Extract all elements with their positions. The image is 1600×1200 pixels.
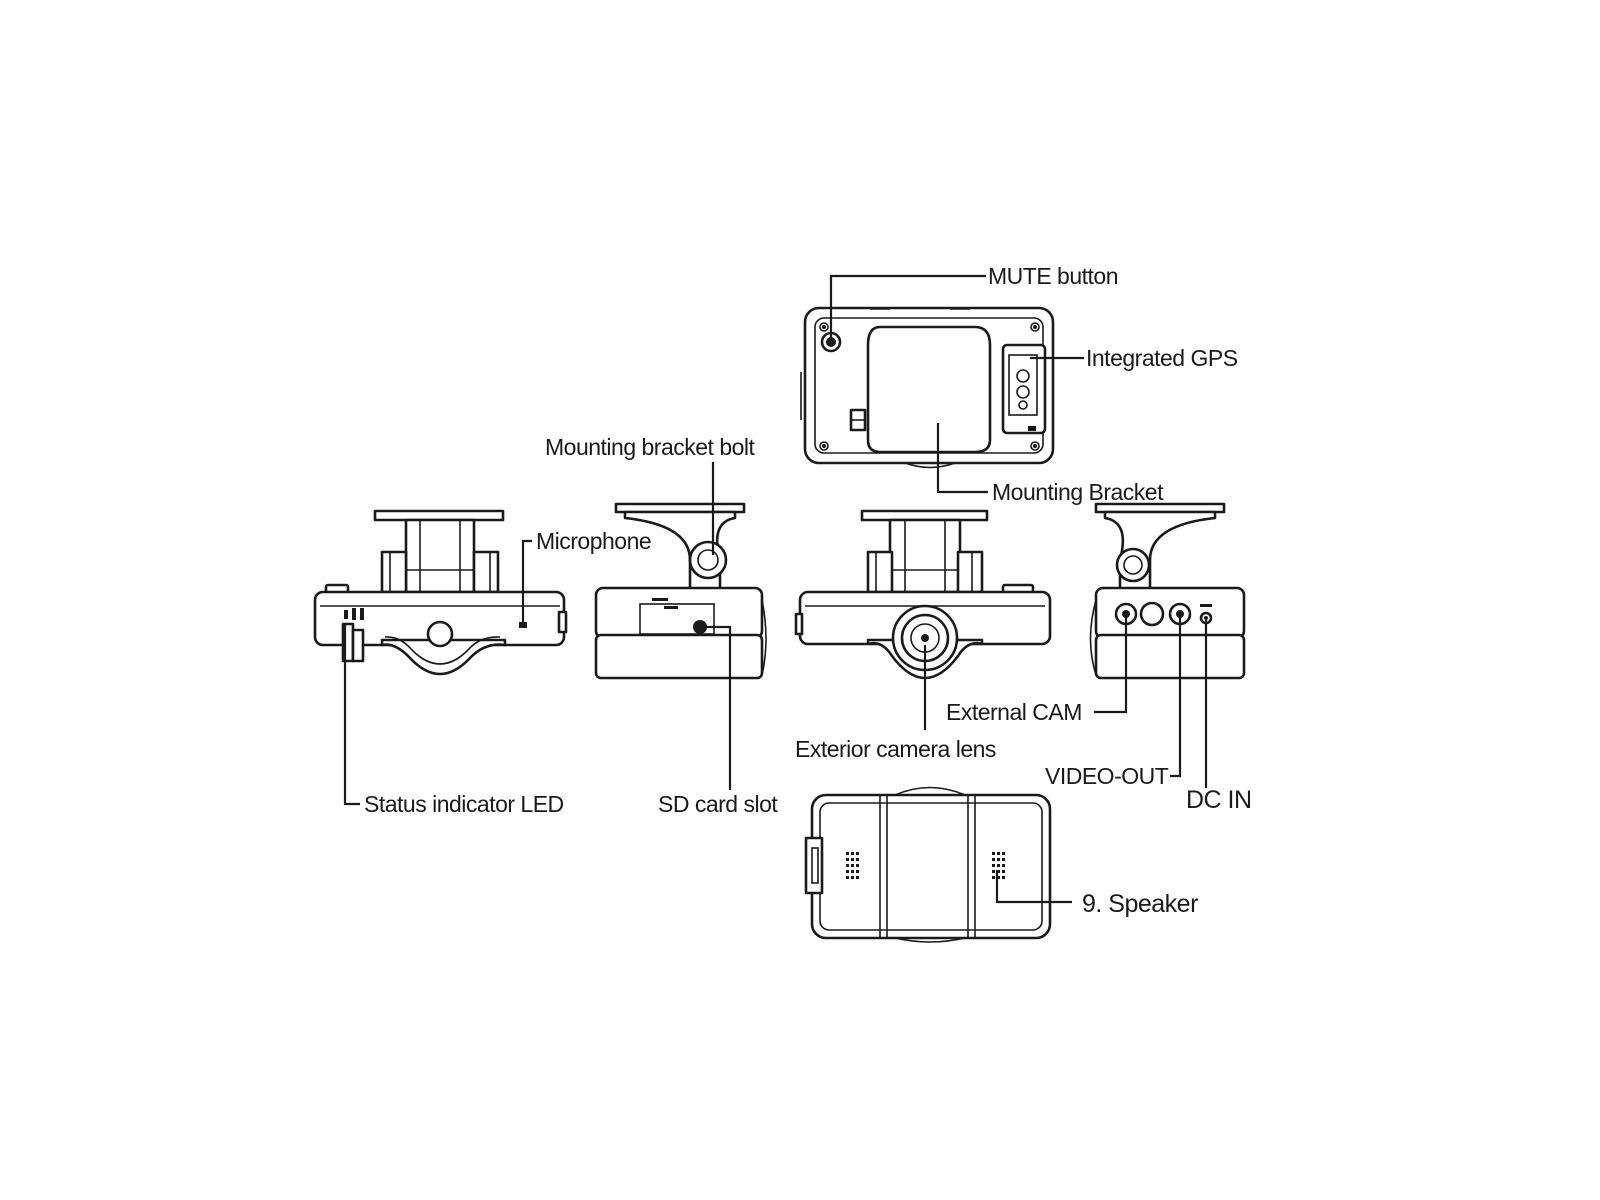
front-view xyxy=(794,509,1052,680)
label-dc-in: DC IN xyxy=(1186,786,1252,814)
label-video-out: VIDEO-OUT xyxy=(1045,763,1169,789)
speaker-grille-left xyxy=(846,852,859,879)
label-mounting-bracket-bolt: Mounting bracket bolt xyxy=(545,434,756,460)
side-view-b xyxy=(594,502,767,680)
rear-view xyxy=(1089,502,1246,680)
bottom-view xyxy=(804,786,1052,943)
leader-led xyxy=(343,624,360,806)
side-view-a xyxy=(313,509,568,676)
label-external-cam: External CAM xyxy=(946,699,1082,725)
label-mounting-bracket: Mounting Bracket xyxy=(992,479,1164,505)
leader-bracket xyxy=(936,423,988,494)
label-sd-card-slot: SD card slot xyxy=(658,791,778,817)
speaker-grille-right xyxy=(992,852,1005,879)
label-speaker: 9. Speaker xyxy=(1082,890,1198,918)
label-status-indicator-led: Status indicator LED xyxy=(364,791,564,817)
gps-module xyxy=(1001,343,1047,435)
label-exterior-camera-lens: Exterior camera lens xyxy=(795,736,996,762)
label-microphone: Microphone xyxy=(536,528,651,554)
mounting-bracket-plate xyxy=(866,325,992,454)
leader-sd xyxy=(700,625,732,790)
leader-speaker xyxy=(995,870,1072,904)
top-view xyxy=(800,306,1055,469)
leader-mic xyxy=(521,539,532,624)
leader-extcam xyxy=(1094,614,1128,714)
label-integrated-gps: Integrated GPS xyxy=(1086,345,1238,371)
label-mute-button: MUTE button xyxy=(988,263,1118,289)
leader-lines xyxy=(343,274,1208,904)
leader-mute xyxy=(829,274,986,342)
leader-videoout xyxy=(1170,614,1182,778)
